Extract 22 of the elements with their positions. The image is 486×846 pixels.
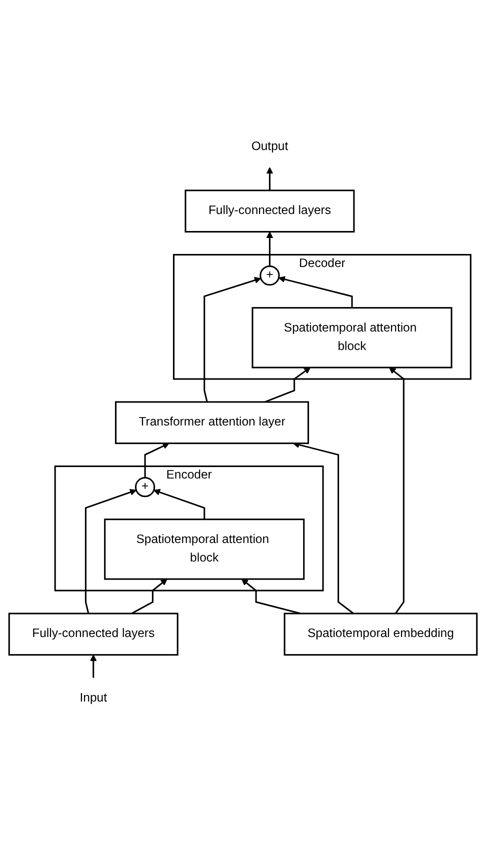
node-box: Fully-connected layers [184,190,355,233]
arrow [389,368,404,614]
node-box: Spatiotemporal attention block [252,307,452,369]
arrow [144,443,170,478]
arrow [90,654,97,678]
node-box: Spatiotemporal embedding [284,613,478,656]
arrow [266,168,274,191]
arrow [266,232,274,267]
node-box: Spatiotemporal attention block [104,518,305,580]
node-text: Input [80,692,107,705]
arrow [204,277,262,402]
arrow [264,368,311,404]
node-circle: + [134,477,156,498]
node-box: Transformer attention layer [115,402,310,444]
node-text: Output [251,140,288,154]
node-circle: + [260,266,280,286]
arrow [278,276,353,308]
arrow [84,489,137,614]
arrow [131,579,168,615]
arrow [241,579,301,615]
node-box: Fully-connected layers [8,613,178,656]
arrow [154,489,206,520]
